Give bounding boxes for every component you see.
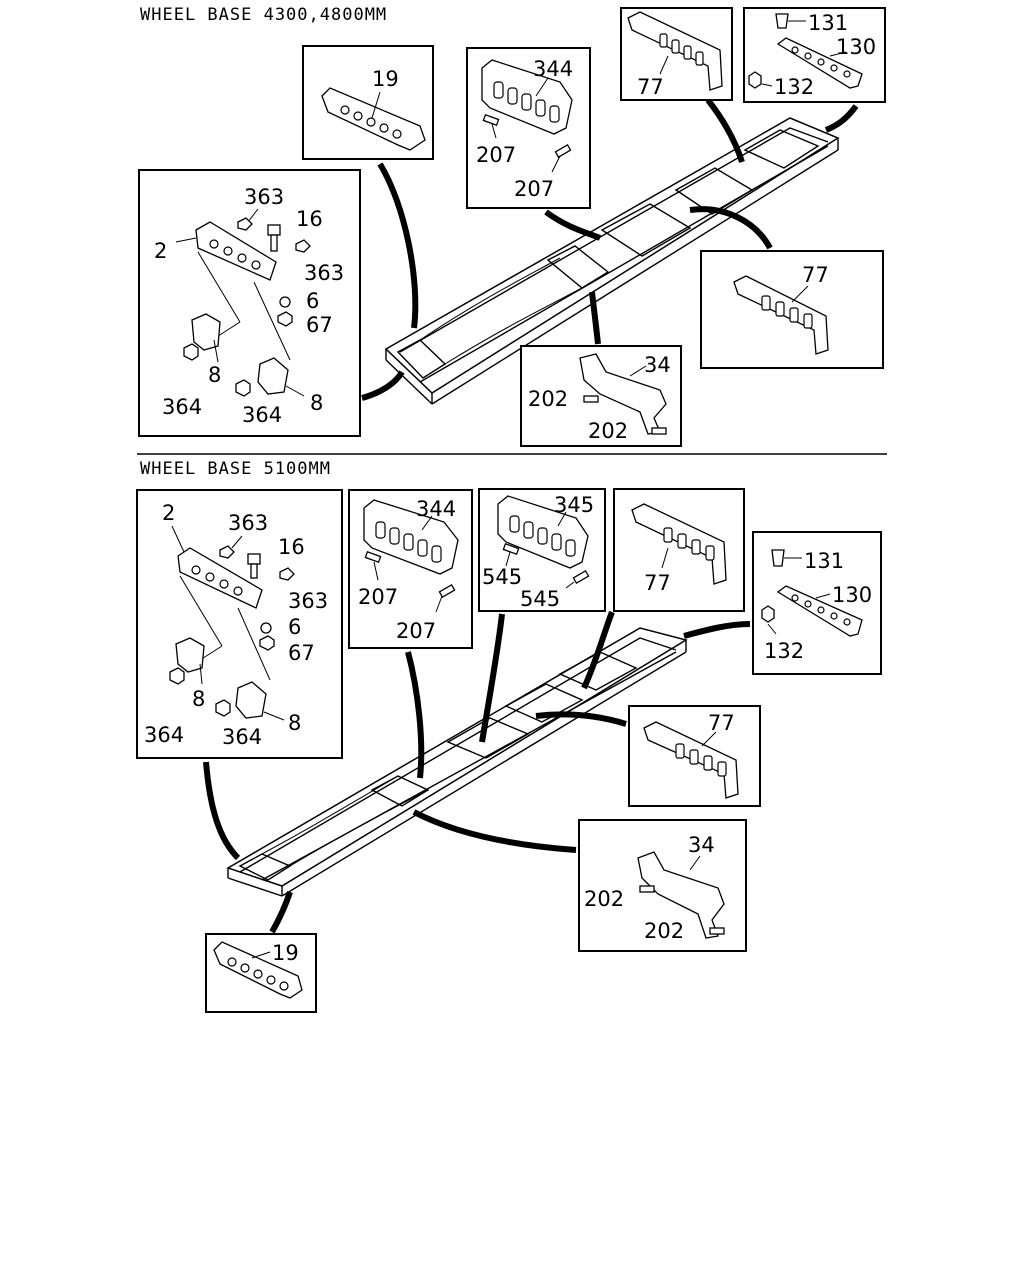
leader-arcs-2 [203,610,751,934]
callout-box-19: 19 [302,45,434,160]
part-label: 130 [836,35,876,59]
part-label: 16 [278,535,305,559]
callout-box-345: 345 545 545 [478,488,606,612]
part-label: 202 [584,887,624,911]
section-header-1: WHEEL BASE 4300,4800MM [140,5,387,25]
part-label: 2 [162,501,175,525]
chassis-frame-2 [226,627,688,897]
part-label: 364 [162,395,202,419]
part-label: 8 [192,687,205,711]
part-label: 363 [304,261,344,285]
part-label: 8 [208,363,221,387]
part-label: 77 [708,711,735,735]
part-label: 364 [144,723,184,747]
part-label: 363 [228,511,268,535]
part-label: 6 [288,615,301,639]
part-label: 130 [832,583,872,607]
part-label: 19 [272,941,299,965]
part-label: 34 [688,833,715,857]
part-label: 131 [804,549,844,573]
part-label: 77 [637,75,664,99]
part-label: 16 [296,207,323,231]
part-label: 8 [310,391,323,415]
part-label: 364 [242,403,282,427]
part-label: 6 [306,289,319,313]
part-label: 545 [482,565,522,589]
leader-arcs-1 [361,98,859,401]
part-label: 77 [802,263,829,287]
part-label: 131 [808,11,848,35]
part-label: 345 [554,493,594,517]
part-label: 363 [288,589,328,613]
part-label: 364 [222,725,262,749]
section-header-2: WHEEL BASE 5100MM [140,459,331,479]
part-label: 363 [244,185,284,209]
part-label: 8 [288,711,301,735]
part-label: 202 [588,419,628,443]
callout-box-34: 34 202 202 [578,819,747,952]
callout-box-344: 344 207 207 [466,47,591,209]
callout-box-mount: 363 16 2 363 6 67 8 364 364 8 [138,169,361,437]
part-label: 207 [396,619,436,643]
part-label: 2 [154,239,167,263]
callout-box-130: 131 130 132 [752,531,882,675]
part-label: 202 [644,919,684,943]
part-label: 132 [774,75,814,99]
part-label: 34 [644,353,671,377]
callout-box-77: 77 [700,250,884,369]
part-label: 207 [358,585,398,609]
chassis-frame-1 [384,117,840,405]
part-label: 19 [372,67,399,91]
callout-box-19: 19 [205,933,317,1013]
part-label: 207 [514,177,554,201]
part-label: 202 [528,387,568,411]
callout-box-77: 77 [613,488,745,612]
part-label: 344 [533,57,573,81]
part-label: 132 [764,639,804,663]
part-label: 545 [520,587,560,611]
callout-box-77: 77 [620,7,733,101]
callout-box-130: 131 130 132 [743,7,886,103]
part-label: 67 [288,641,315,665]
callout-box-34: 34 202 202 [520,345,682,447]
callout-box-344: 344 207 207 [348,489,473,649]
part-label: 77 [644,571,671,595]
part-label: 344 [416,497,456,521]
callout-box-mount: 2 363 16 363 6 67 8 364 364 8 [136,489,343,759]
part-label: 207 [476,143,516,167]
callout-box-77: 77 [628,705,761,807]
part-label: 67 [306,313,333,337]
